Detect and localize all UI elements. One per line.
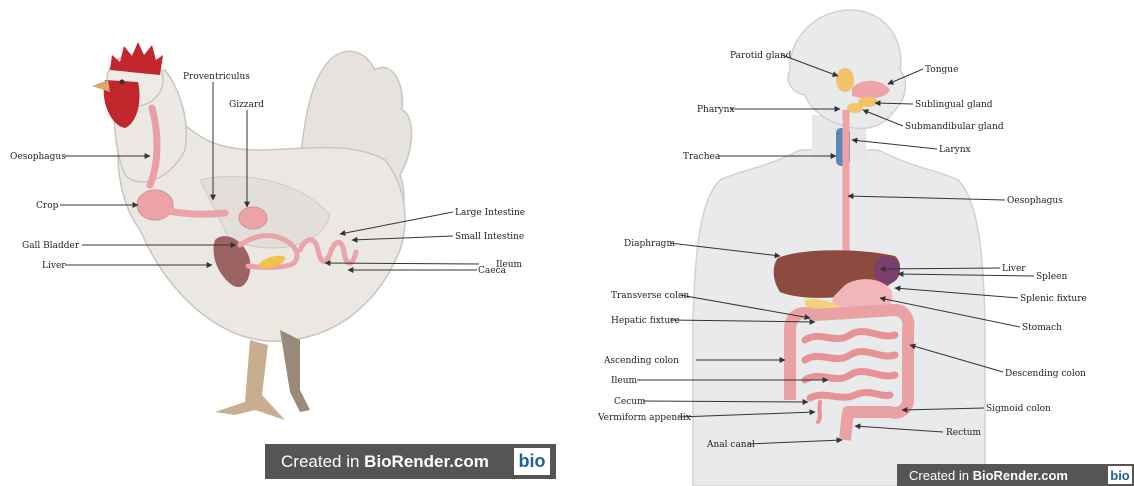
watermark-prefix: Created in: [909, 468, 973, 483]
label-chicken-caeca: Caeca: [478, 266, 507, 276]
chicken-crop-organ: [137, 190, 173, 220]
label-chicken-gizzard: Gizzard: [229, 100, 264, 110]
label-human-splenic-fixture: Splenic fixture: [1020, 294, 1087, 304]
label-human-rectum: Rectum: [946, 428, 982, 438]
label-human-larynx: Larynx: [939, 145, 971, 155]
watermark-text: Created in BioRender.com: [265, 452, 497, 472]
label-human-transverse-colon: Transverse colon: [611, 291, 689, 301]
biorender-logo-icon: bio: [1108, 466, 1132, 484]
label-human-sublingual-gland: Sublingual gland: [915, 100, 993, 110]
chicken-gizzard-organ: [239, 207, 267, 229]
human-spleen-organ: [874, 256, 900, 284]
human-appendix-organ: [818, 402, 820, 422]
chicken-leg-front: [215, 340, 285, 420]
label-human-liver: Liver: [1002, 264, 1026, 274]
watermark-brand: BioRender.com: [364, 452, 489, 471]
label-human-tongue: Tongue: [925, 65, 958, 75]
label-human-pharynx: Pharynx: [697, 105, 734, 115]
label-chicken-liver: Liver: [42, 261, 66, 271]
chicken-proventriculus-organ: [165, 210, 225, 214]
watermark-brand: BioRender.com: [973, 468, 1068, 483]
label-human-anal-canal: Anal canal: [706, 440, 755, 450]
label-chicken-gall-bladder: Gall Bladder: [22, 241, 80, 251]
chicken-leg-back: [280, 330, 310, 412]
biorender-watermark-left: Created in BioRender.com bio: [265, 444, 556, 479]
label-human-stomach: Stomach: [1022, 323, 1062, 333]
label-human-sigmoid-colon: Sigmoid colon: [986, 404, 1051, 414]
chicken-beak: [92, 80, 110, 92]
label-human-parotid-gland: Parotid gland: [730, 51, 792, 61]
chicken-eye: [120, 80, 125, 85]
label-human-ascending-colon: Ascending colon: [603, 356, 679, 366]
label-human-cecum: Cecum: [614, 397, 646, 407]
label-chicken-large-intestine: Large Intestine: [455, 208, 525, 218]
chicken-illustration: [92, 42, 412, 420]
label-human-trachea: Trachea: [683, 152, 721, 162]
label-human-submandibular-gland: Submandibular gland: [905, 122, 1004, 132]
label-human-hepatic-fixture: Hepatic fixture: [611, 316, 680, 326]
label-human-descending-colon: Descending colon: [1005, 369, 1086, 379]
label-chicken-crop: Crop: [36, 201, 59, 211]
label-chicken-oesophagus: Oesophagus: [10, 152, 66, 162]
label-human-spleen: Spleen: [1036, 272, 1067, 282]
watermark-text: Created in BioRender.com: [897, 468, 1076, 483]
label-human-diaphragm: Diaphragm: [624, 239, 675, 249]
biorender-watermark-right: Created in BioRender.com bio: [897, 464, 1134, 486]
biorender-logo-icon: bio: [514, 448, 550, 475]
label-human-oesophagus: Oesophagus: [1007, 196, 1063, 206]
label-human-ileum: Ileum: [611, 376, 638, 386]
label-chicken-small-intestine: Small Intestine: [455, 232, 524, 242]
label-human-vermiform-appendix: Vermiform appendix: [597, 413, 691, 423]
human-parotid-organ: [836, 68, 854, 92]
watermark-prefix: Created in: [281, 452, 364, 471]
label-chicken-proventriculus: Proventriculus: [183, 72, 250, 82]
